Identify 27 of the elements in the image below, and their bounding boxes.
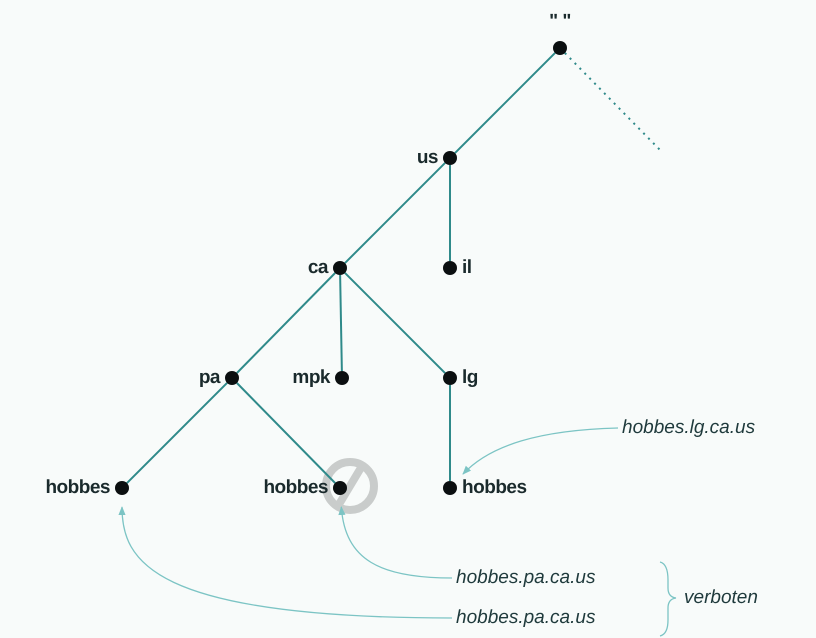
tree-branch-line <box>454 52 556 154</box>
dotted-branch-line <box>564 52 663 153</box>
node-label: ca <box>308 258 328 277</box>
tree-branch-line <box>344 162 446 264</box>
note-text: verboten <box>684 588 758 607</box>
node-label: us <box>416 148 438 167</box>
node-label: hobbes <box>462 478 527 497</box>
domain-name-text: hobbes.pa.ca.us <box>456 568 596 587</box>
leader-line <box>118 506 452 619</box>
tree-branch-line <box>339 274 343 372</box>
domain-name-text: hobbes.lg.ca.us <box>622 418 756 437</box>
tree-branch-line <box>236 272 336 374</box>
tree-branch-line <box>344 272 446 374</box>
leader-line <box>338 506 452 579</box>
node-label: lg <box>462 368 478 387</box>
tree-branch-line <box>126 382 228 484</box>
leader-line <box>462 427 618 475</box>
node-label: hobbes <box>45 478 110 497</box>
tree-branch-line <box>449 385 451 481</box>
node-label: il <box>462 258 472 277</box>
node-label: pa <box>198 368 220 387</box>
tree-branch-line <box>236 382 336 484</box>
node-label: mpk <box>292 368 330 387</box>
node-label: hobbes <box>263 478 328 497</box>
domain-name-text: hobbes.pa.ca.us <box>456 608 596 627</box>
node-label: " " <box>548 12 572 31</box>
tree-branch-line <box>449 165 451 261</box>
